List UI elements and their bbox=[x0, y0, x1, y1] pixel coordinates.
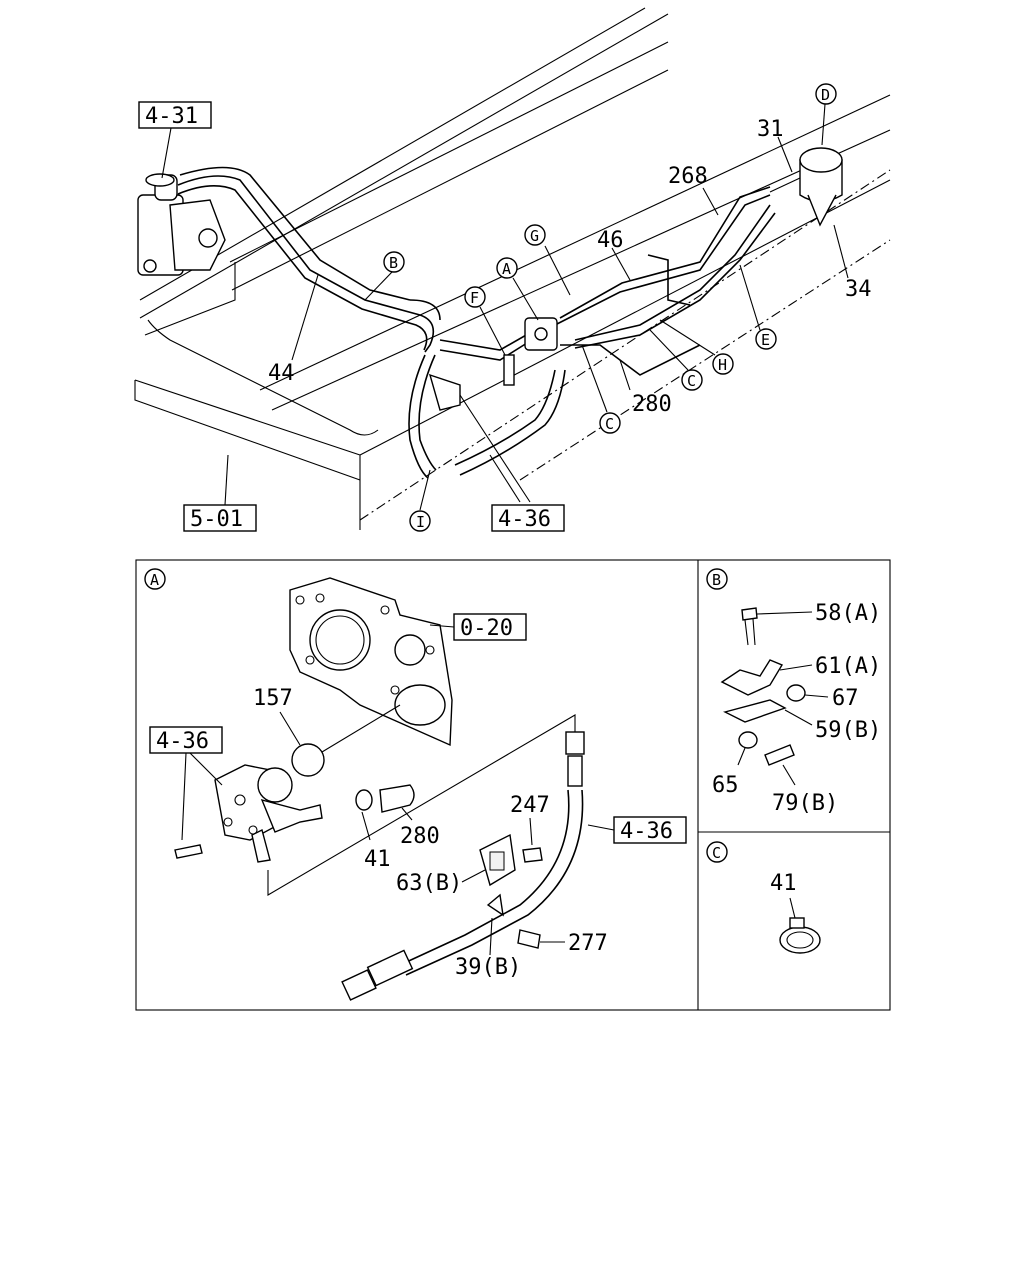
pressure-hose bbox=[341, 731, 585, 1001]
hose-280 bbox=[379, 784, 415, 813]
detail-frames bbox=[135, 559, 891, 1011]
pump-bolt bbox=[174, 844, 203, 859]
nut-67 bbox=[786, 684, 806, 702]
circle-letter-e: E bbox=[755, 328, 777, 350]
bolt-277 bbox=[517, 929, 541, 949]
part-157: 157 bbox=[253, 686, 293, 711]
circle-letter-a: A bbox=[496, 257, 518, 279]
part-31: 31 bbox=[757, 117, 784, 142]
part-65: 65 bbox=[712, 773, 739, 798]
bolt-79b bbox=[764, 744, 795, 766]
washer-65 bbox=[738, 731, 758, 749]
ref-box-4-36-text: 4-36 bbox=[498, 507, 551, 532]
reservoir-tank bbox=[769, 147, 843, 227]
svg-text:E: E bbox=[761, 331, 770, 349]
bolt-247 bbox=[522, 847, 543, 863]
svg-text:A: A bbox=[502, 260, 511, 278]
part-39b: 39(B) bbox=[455, 955, 521, 980]
detail-b: B 58(A) 61(A) 67 59(B) 65 79(B) bbox=[706, 568, 881, 816]
detail-b-letter: B bbox=[706, 568, 728, 590]
clamp-41 bbox=[355, 789, 373, 811]
ref-box-4-31-text: 4-31 bbox=[145, 104, 198, 129]
part-63b: 63(B) bbox=[396, 871, 462, 896]
frame-rails bbox=[134, 7, 891, 530]
ref-box-4-36-hose bbox=[613, 816, 687, 844]
overview-labels: 4-31 5-01 4-36 44 46 268 31 34 280 B F A… bbox=[138, 83, 872, 532]
detail-c: C 41 bbox=[706, 841, 821, 954]
circle-letter-f: F bbox=[464, 286, 486, 308]
circle-letter-c-2: C bbox=[599, 412, 621, 434]
ref-box-4-36-hose-text: 4-36 bbox=[620, 819, 673, 844]
detail-a: A 0-20 157 bbox=[144, 568, 687, 1001]
part-67: 67 bbox=[832, 686, 859, 711]
svg-text:B: B bbox=[389, 254, 398, 272]
clamp-61a bbox=[720, 659, 784, 696]
part-41-detail: 41 bbox=[364, 847, 391, 872]
svg-text:C: C bbox=[605, 415, 614, 433]
svg-text:D: D bbox=[821, 86, 830, 104]
ref-box-4-36-pump-text: 4-36 bbox=[156, 729, 209, 754]
steering-pipes bbox=[177, 166, 776, 376]
ref-box-4-36 bbox=[491, 504, 565, 532]
circle-letter-h: H bbox=[712, 353, 734, 375]
detail-c-letter: C bbox=[706, 841, 728, 863]
plate-59b bbox=[723, 699, 787, 723]
part-34: 34 bbox=[845, 277, 872, 302]
bolt-58a bbox=[741, 607, 758, 621]
circle-letter-i: I bbox=[409, 510, 431, 532]
part-44: 44 bbox=[268, 361, 295, 386]
svg-text:C: C bbox=[712, 844, 721, 862]
part-58a: 58(A) bbox=[815, 601, 881, 626]
part-280: 280 bbox=[632, 392, 672, 417]
svg-text:G: G bbox=[530, 227, 539, 245]
part-280-detail: 280 bbox=[400, 824, 440, 849]
part-247: 247 bbox=[510, 793, 550, 818]
circle-letter-c-1: C bbox=[681, 369, 703, 391]
svg-text:H: H bbox=[718, 356, 727, 374]
svg-text:C: C bbox=[687, 372, 696, 390]
housing-plate bbox=[289, 577, 453, 747]
power-steering-pump bbox=[214, 764, 323, 863]
part-59b: 59(B) bbox=[815, 718, 881, 743]
part-277: 277 bbox=[568, 931, 608, 956]
part-61a: 61(A) bbox=[815, 654, 881, 679]
part-79b: 79(B) bbox=[772, 791, 838, 816]
steering-gear-box bbox=[137, 173, 226, 276]
circle-letter-b: B bbox=[383, 251, 405, 273]
svg-text:I: I bbox=[416, 513, 425, 531]
part-41-c: 41 bbox=[770, 871, 797, 896]
ref-box-0-20-text: 0-20 bbox=[460, 616, 513, 641]
hose-clamp-41 bbox=[779, 917, 821, 954]
ref-box-5-01 bbox=[183, 504, 257, 532]
ref-box-5-01-text: 5-01 bbox=[190, 507, 243, 532]
svg-text:A: A bbox=[150, 571, 159, 589]
part-268: 268 bbox=[668, 164, 708, 189]
clip-39b bbox=[486, 893, 504, 917]
circle-letter-g: G bbox=[524, 224, 546, 246]
ref-box-4-31 bbox=[138, 101, 212, 129]
pump-and-hoses bbox=[408, 317, 566, 479]
ref-box-4-36-pump bbox=[149, 726, 223, 754]
svg-text:F: F bbox=[470, 289, 479, 307]
svg-text:B: B bbox=[712, 571, 721, 589]
circle-letter-d: D bbox=[815, 83, 837, 105]
overview-leaders bbox=[161, 103, 849, 511]
detail-a-letter: A bbox=[144, 568, 166, 590]
o-ring-157 bbox=[291, 743, 325, 777]
part-46: 46 bbox=[597, 228, 624, 253]
